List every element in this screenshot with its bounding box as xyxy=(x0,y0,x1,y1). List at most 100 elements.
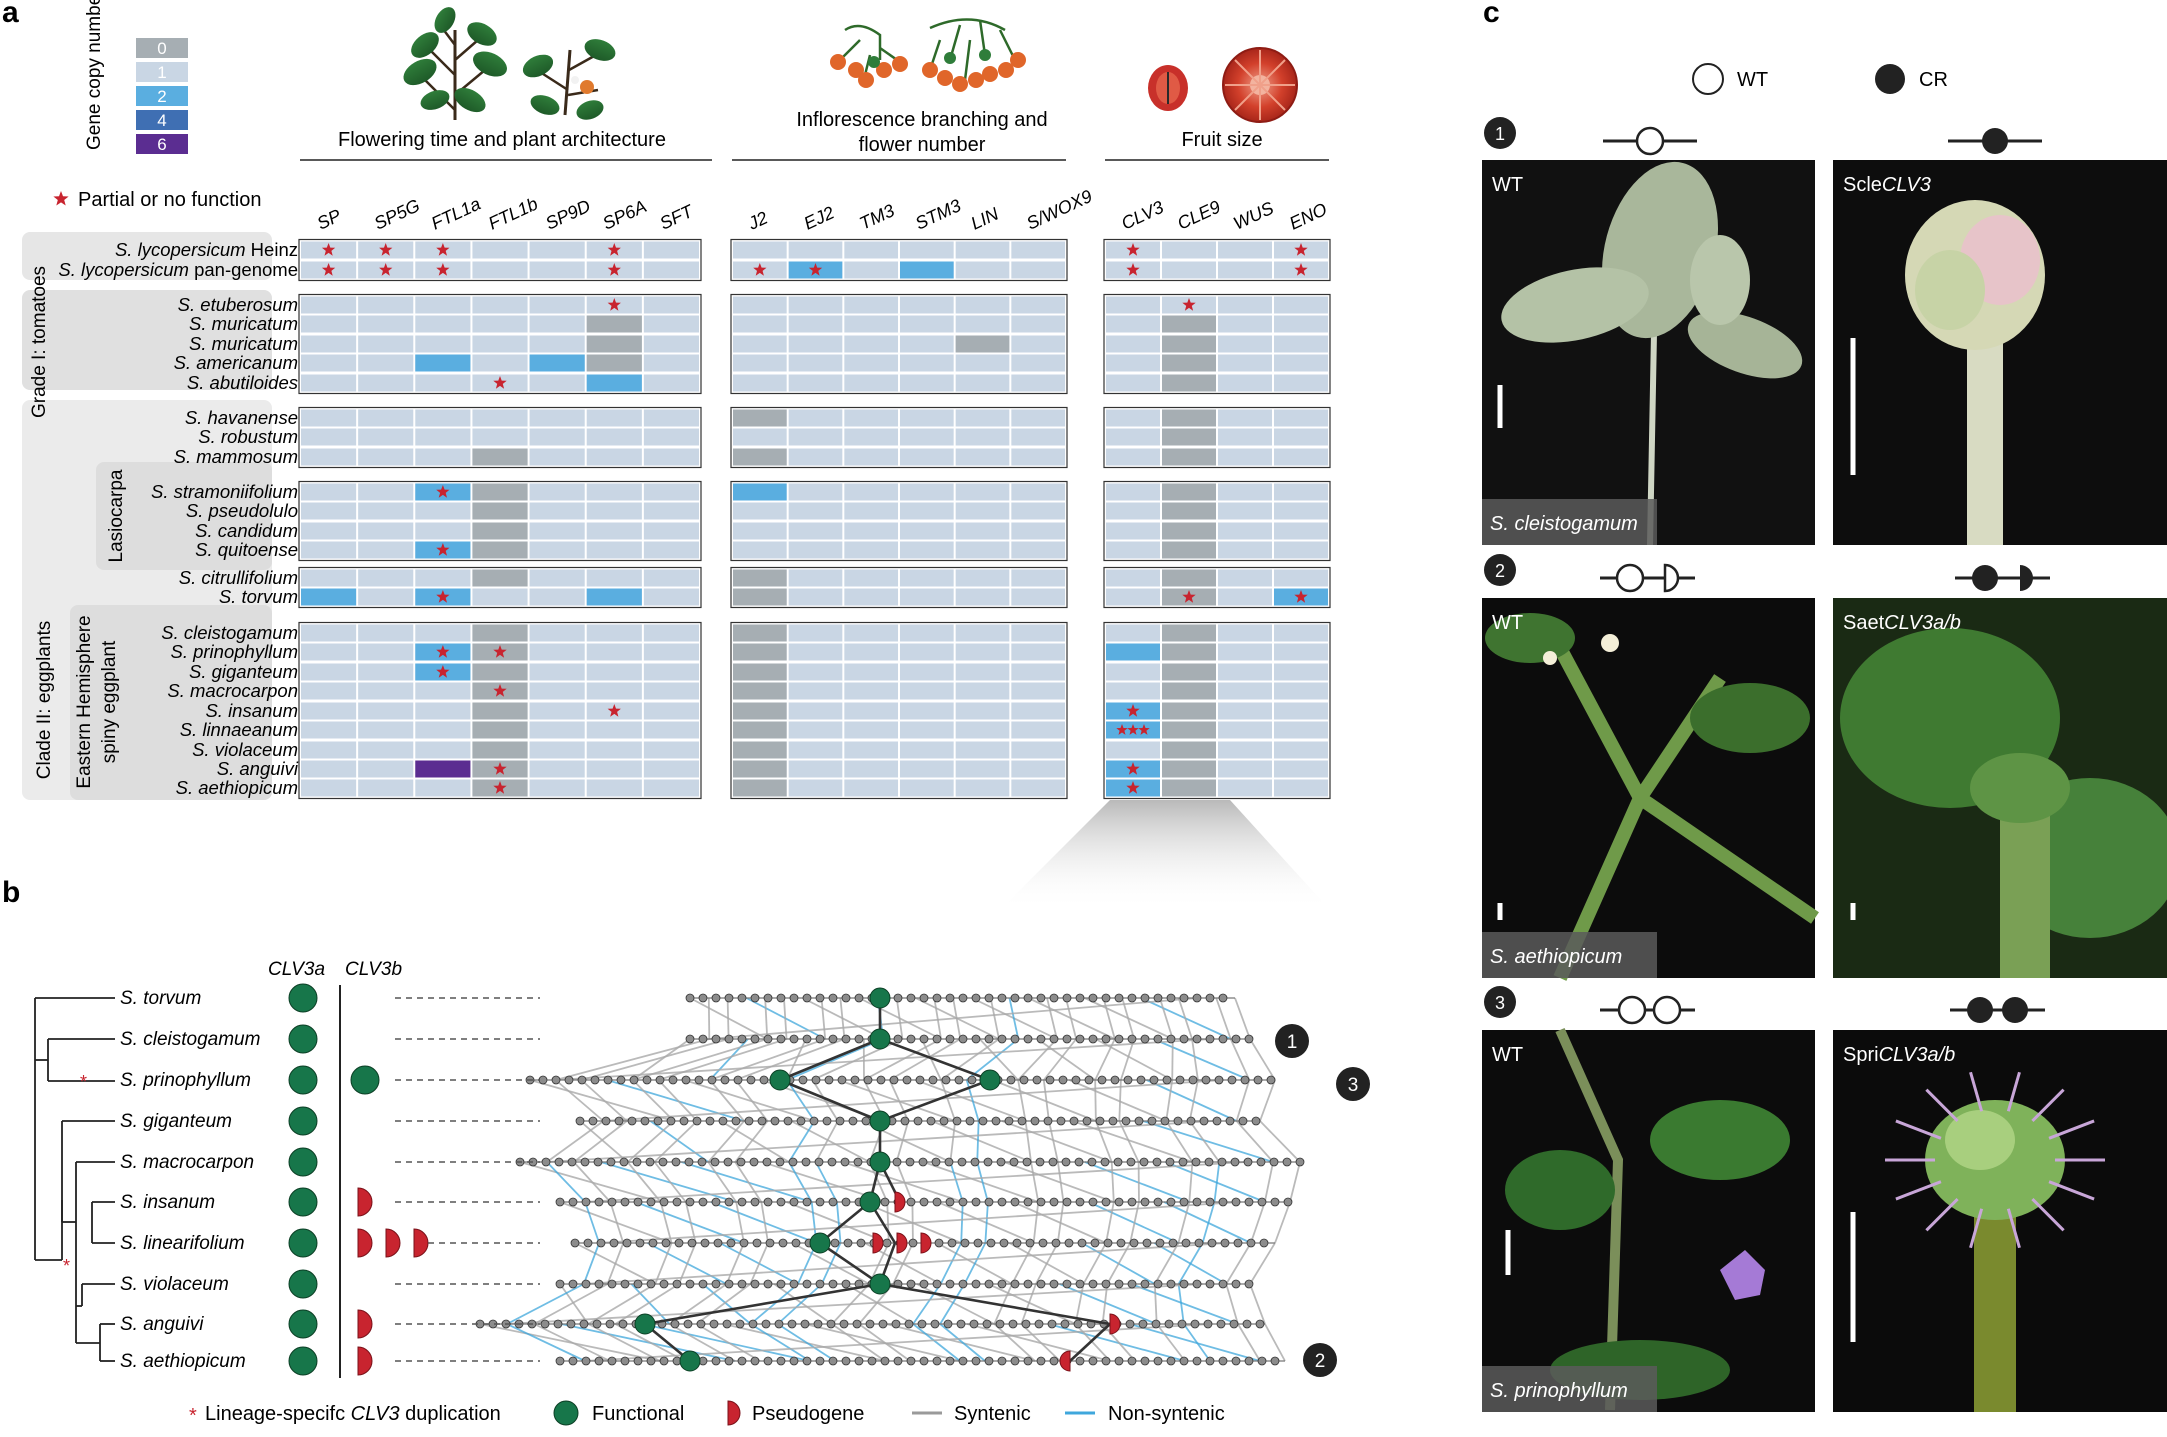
syntenic-link xyxy=(889,1038,961,1081)
heatmap-cell-filled xyxy=(472,624,528,642)
gene-dot xyxy=(629,1075,639,1085)
gene-dot xyxy=(778,1238,788,1248)
heatmap-cell xyxy=(1274,721,1328,739)
gene-dot xyxy=(1231,1197,1241,1207)
gene-dot xyxy=(1062,993,1072,1003)
zoom-wedge xyxy=(1000,800,1330,910)
heatmap-cell xyxy=(955,428,1010,446)
syntenic-link xyxy=(599,1201,1240,1244)
heatmap-cell xyxy=(844,374,898,392)
pseudogene-icon xyxy=(727,1400,741,1426)
heatmap-cell xyxy=(1106,335,1160,353)
gene-dot xyxy=(1113,1157,1123,1167)
gene-dot xyxy=(1114,1279,1124,1289)
heatmap-cell xyxy=(844,741,898,759)
heatmap-cell xyxy=(1011,241,1065,259)
heatmap-block-border xyxy=(730,406,1068,469)
heatmap-cell xyxy=(1106,569,1160,587)
heatmap-cell xyxy=(643,296,699,314)
gene-dot xyxy=(568,1279,578,1289)
heatmap-cell xyxy=(733,296,787,314)
heatmap-cell xyxy=(643,721,699,739)
heatmap-cell xyxy=(1011,428,1065,446)
heatmap-block-border xyxy=(298,406,702,469)
gene-dot xyxy=(852,1319,862,1329)
gene-dot xyxy=(841,1279,851,1289)
gene-dot xyxy=(1177,1319,1187,1329)
gene-dot xyxy=(620,1279,630,1289)
copy-swatch xyxy=(136,86,188,106)
heatmap-cell xyxy=(1011,721,1065,739)
nonsyntenic-link xyxy=(786,1038,884,1081)
syntenic-link xyxy=(1057,1161,1065,1203)
heatmap-cell xyxy=(643,760,699,778)
heatmap-cell xyxy=(358,663,414,681)
syntenic-link xyxy=(1153,1283,1158,1325)
gene-dot xyxy=(1127,993,1137,1003)
heatmap-cell-filled xyxy=(1162,741,1216,759)
syntenic-link xyxy=(923,1161,1039,1203)
star-icon xyxy=(321,243,336,256)
pseudogene-icon xyxy=(357,1309,373,1339)
heatmap-cell xyxy=(301,315,357,333)
gene-dot xyxy=(601,1116,611,1126)
gene-dot xyxy=(1203,1319,1213,1329)
gene-dot xyxy=(945,993,955,1003)
gene-dot xyxy=(880,1356,890,1366)
heatmap-cell xyxy=(900,448,954,466)
heatmap-cell xyxy=(643,624,699,642)
heatmap-cell-filled xyxy=(733,741,787,759)
heatmap-cell xyxy=(733,241,787,259)
gene-dot xyxy=(1153,993,1163,1003)
gene-dot xyxy=(1253,1075,1263,1085)
heatmap-cell xyxy=(643,409,699,427)
heatmap-cell xyxy=(955,779,1010,797)
heatmap-cell xyxy=(358,541,414,559)
wt-tag: WT xyxy=(1492,1044,1523,1066)
nonsyntenic-link xyxy=(1008,997,1020,1040)
heatmap-cell xyxy=(900,241,954,259)
nonsyntenic-link xyxy=(912,1323,961,1362)
gene-dot xyxy=(707,1075,717,1085)
gene-dot xyxy=(596,1238,606,1248)
heatmap-cell xyxy=(358,296,414,314)
gene-dot xyxy=(594,1279,604,1289)
gene-dot xyxy=(958,1356,968,1366)
heatmap-cell xyxy=(900,428,954,446)
gene-dot xyxy=(902,1075,912,1085)
nonsyntenic-link xyxy=(630,1283,671,1325)
star-icon xyxy=(1138,724,1150,735)
heatmap-cell xyxy=(643,541,699,559)
gene-dot xyxy=(1166,1279,1176,1289)
functional-gene-icon xyxy=(288,1147,318,1177)
clv3-link xyxy=(879,1078,991,1123)
gene-dot xyxy=(776,1356,786,1366)
wt-pseudogene-icon xyxy=(1663,563,1680,593)
heatmap-cell xyxy=(955,541,1010,559)
gene-dot xyxy=(854,1356,864,1366)
wt-allele-icon xyxy=(1615,563,1645,593)
gene-dot xyxy=(882,1238,892,1248)
row-number: 1 xyxy=(1495,124,1505,144)
clv3-link xyxy=(1069,1323,1111,1362)
gene-dot xyxy=(1010,1034,1020,1044)
heatmap-cell xyxy=(1274,428,1328,446)
heatmap-cell xyxy=(301,741,357,759)
row-number: 3 xyxy=(1495,993,1505,1013)
heatmap-cell xyxy=(844,409,898,427)
heatmap-cell xyxy=(1106,428,1160,446)
gene-dot xyxy=(1204,1157,1214,1167)
species-name: S. stramoniifolium xyxy=(151,481,298,502)
gene-dot xyxy=(1116,1238,1126,1248)
pseudogene-icon xyxy=(896,1232,908,1254)
gene-dot xyxy=(1095,1116,1105,1126)
heatmap-cell xyxy=(1218,643,1272,661)
gene-dot xyxy=(952,1116,962,1126)
gene-dot xyxy=(995,1319,1005,1329)
star-icon xyxy=(493,762,507,775)
marker-3: 3 xyxy=(1348,1075,1359,1096)
heatmap-cell xyxy=(844,428,898,446)
gene-dot xyxy=(983,1157,993,1167)
gene-dot xyxy=(906,1197,916,1207)
gene-dot xyxy=(1152,1157,1162,1167)
